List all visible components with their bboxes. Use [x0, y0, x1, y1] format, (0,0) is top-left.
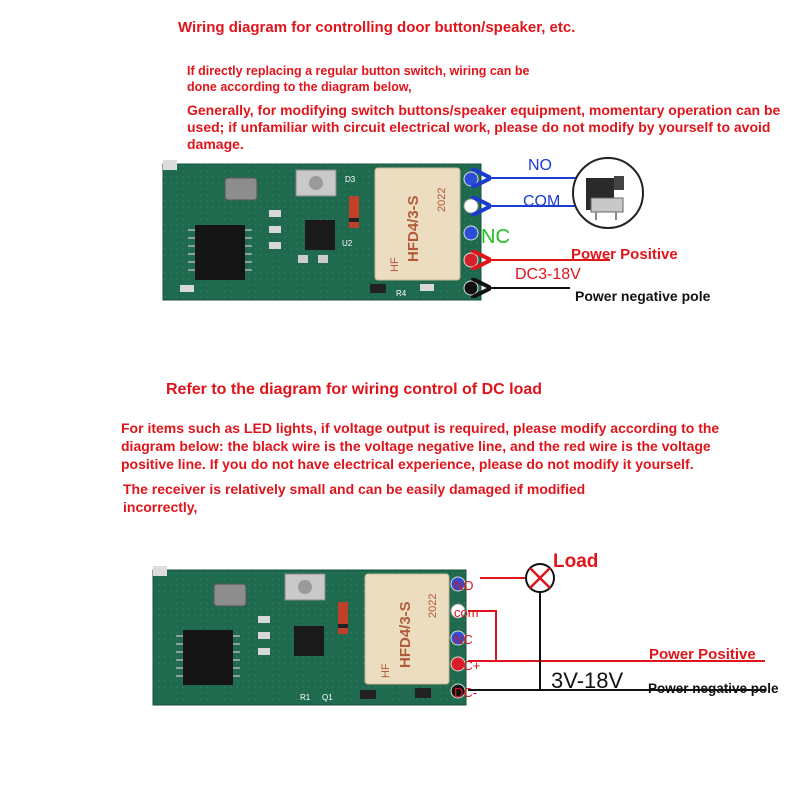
pad-positive [463, 252, 479, 268]
label-voltage: DC3-18V [515, 266, 581, 283]
label-com: COM [523, 193, 560, 210]
label-nc: NC [481, 226, 510, 248]
pad-nc [463, 225, 479, 241]
top-note-2: Generally, for modifying switch buttons/… [187, 102, 781, 152]
bottom-note-1: For items such as LED lights, if voltage… [121, 420, 720, 472]
label-power-negative: Power negative pole [575, 288, 711, 304]
label-power-positive: Power Positive [571, 246, 678, 263]
top-pcb-board: HFD4/3-S 2022 HF D3 U2 R4 [162, 160, 482, 301]
diode [349, 196, 359, 228]
top-heading: Wiring diagram for controlling door butt… [178, 19, 576, 36]
relay-year-label: 2022 [436, 188, 448, 212]
pad-negative [463, 280, 479, 296]
bottom-note-2: The receiver is relatively small and can… [123, 481, 586, 515]
pad-no [463, 171, 479, 187]
ref-r4: R4 [396, 289, 407, 298]
pad-com [463, 198, 479, 214]
relay-model-label: HFD4/3-S [405, 195, 422, 262]
ic-chip [195, 225, 245, 280]
push-button-switch-icon [572, 157, 644, 229]
ref-d3: D3 [345, 175, 356, 184]
relay-brand-label: HF [389, 257, 401, 272]
top-note-1: If directly replacing a regular button s… [187, 64, 530, 94]
bottom-heading: Refer to the diagram for wiring control … [166, 381, 543, 398]
relay [374, 167, 461, 281]
ref-u2: U2 [342, 239, 353, 248]
label-no: NO [528, 157, 552, 174]
